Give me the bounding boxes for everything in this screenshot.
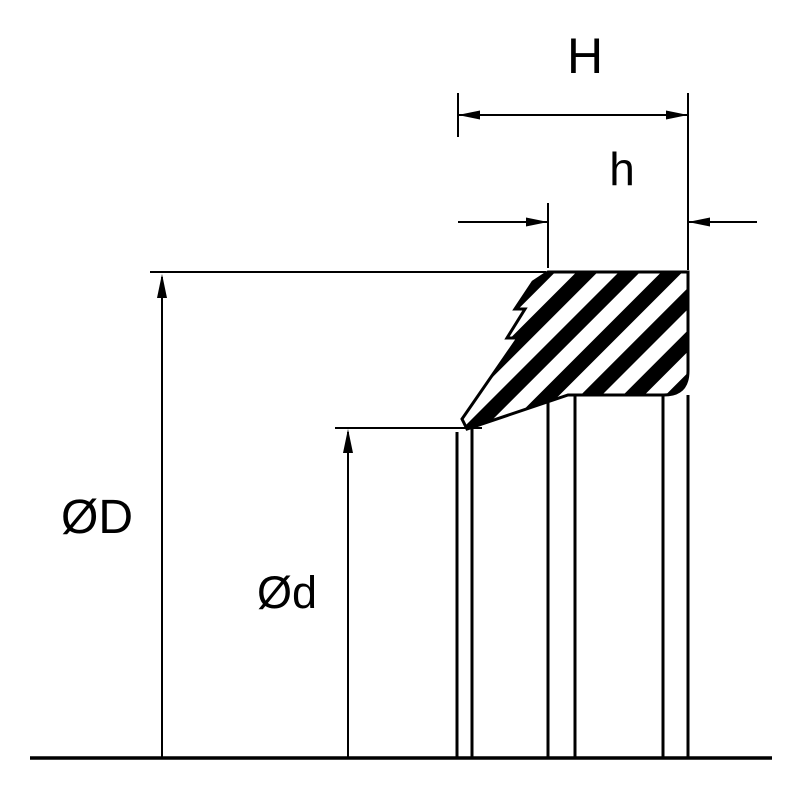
dim-H-arrow-left <box>458 110 480 120</box>
dim-Od-label: Ød <box>257 567 317 618</box>
dim-OD-label: ØD <box>61 491 133 544</box>
dim-H-label: H <box>567 28 603 84</box>
dim-h-label: h <box>609 143 635 195</box>
dim-h-arrow-left <box>526 217 548 227</box>
dim-H-arrow-right <box>666 110 688 120</box>
dim-h-arrow-right <box>688 217 710 227</box>
seal-cross-section <box>460 270 690 431</box>
dim-OD-arrow-up <box>157 274 167 298</box>
dim-Od-arrow-up <box>343 429 353 453</box>
